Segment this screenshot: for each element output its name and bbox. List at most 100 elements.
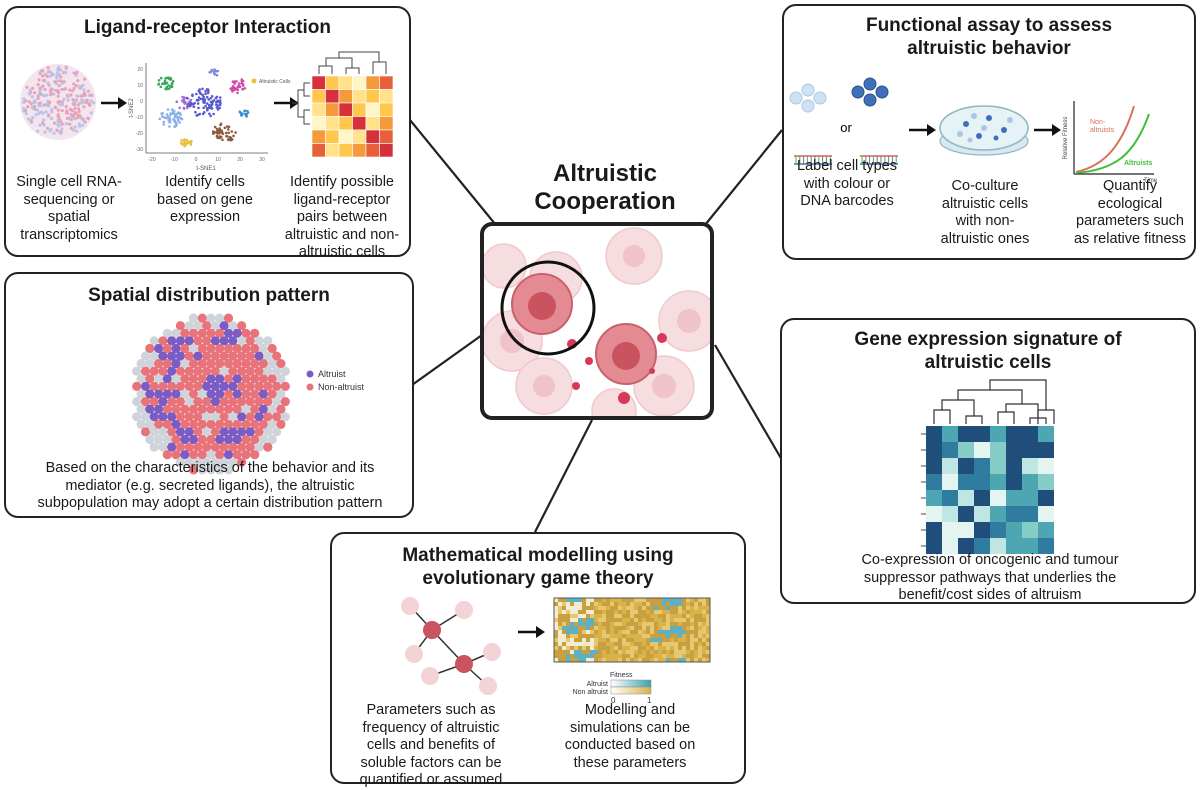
sim-cell [662,658,666,662]
functional-step2-caption: Co-culture altruistic cells with non- al… [940,178,1030,247]
gene-heatmap-cell [1006,506,1022,522]
rna-dot [47,101,51,105]
rna-dot [27,100,31,104]
sim-cell [574,618,578,622]
sim-cell [666,650,670,654]
network-nodes [401,597,501,695]
spot [193,351,203,361]
sim-cell [554,606,558,610]
sim-cell [554,610,558,614]
spot [197,359,207,369]
tsne-point [186,106,189,110]
rna-dot [44,110,48,114]
sim-cell [638,618,642,622]
connector-ligand [409,119,501,231]
spot [232,359,242,369]
sim-cell [618,658,622,662]
spot [193,321,203,331]
sim-cell [574,622,578,626]
tsne-point [213,73,217,76]
spot [272,366,282,376]
spot [241,359,251,369]
tsne-point [167,115,170,118]
functional-panel-graphics: or Non-altruists Altruists Relative Fitn… [789,77,1158,184]
sim-cell [574,650,578,654]
rna-dot [42,103,46,107]
sim-cell [570,646,574,650]
spot [175,381,185,391]
sim-cell [670,598,674,602]
sim-cell [658,658,662,662]
sim-cell [662,618,666,622]
sim-cell [650,618,654,622]
sim-cell [606,634,610,638]
sim-cell [586,610,590,614]
spot [162,374,172,384]
sim-cell [590,650,594,654]
sim-cell [602,614,606,618]
sim-cell [698,642,702,646]
sim-cell [694,606,698,610]
tsne-point [171,80,175,83]
sim-cell [590,622,594,626]
rna-dot [85,98,89,102]
sim-cell [586,638,590,642]
rna-dot [22,107,26,111]
gene-heatmap-cell [942,490,958,506]
sim-cell [570,650,574,654]
sim-cell [646,618,650,622]
sim-cell [570,638,574,642]
sim-cell [666,642,670,646]
sim-cell [690,622,694,626]
spot [167,366,177,376]
sim-cell [678,654,682,658]
gene-heatmap-cell [1006,522,1022,538]
spot [180,404,190,414]
spot [193,442,203,452]
spot [215,343,225,354]
tsne-point [161,115,164,119]
tsne-point [211,103,214,106]
sim-cell [562,646,566,650]
sim-cell [654,602,658,606]
sim-cell [626,634,630,638]
sim-cell [674,646,678,650]
sim-cell [626,642,630,646]
sim-cell [666,610,670,614]
spot [206,343,216,354]
background-nuclei [500,245,701,398]
spot [272,381,282,391]
sim-cell [622,618,626,622]
sim-cell [594,606,598,610]
spot [263,397,273,407]
sim-cell [698,650,702,654]
tsne-point [204,90,207,93]
sim-cell [670,646,674,650]
spot [132,412,142,422]
gene-heatmap-cell [1022,474,1038,490]
light-blue-cells [789,83,827,113]
spot [237,412,247,422]
sim-cell [670,650,674,654]
sim-cell [558,626,562,630]
sim-cell [634,638,638,642]
sim-cell [574,606,578,610]
sim-cell [594,614,598,618]
sim-cell [638,634,642,638]
spot [267,389,277,399]
tsne-point [183,102,187,105]
sim-cell [678,642,682,646]
sim-cell [686,646,690,650]
heatmap-cell [352,143,367,158]
rna-dot [82,91,86,95]
tsne-point [197,106,200,110]
spot [136,359,146,369]
sim-cell [602,626,606,630]
sim-cell [614,598,618,602]
rna-dot [81,98,85,102]
sim-cell [598,634,602,638]
gene-heatmap-cell [958,426,974,442]
rna-dot [50,110,54,114]
tsne-point [196,102,200,105]
heatmap-cell [325,89,340,104]
